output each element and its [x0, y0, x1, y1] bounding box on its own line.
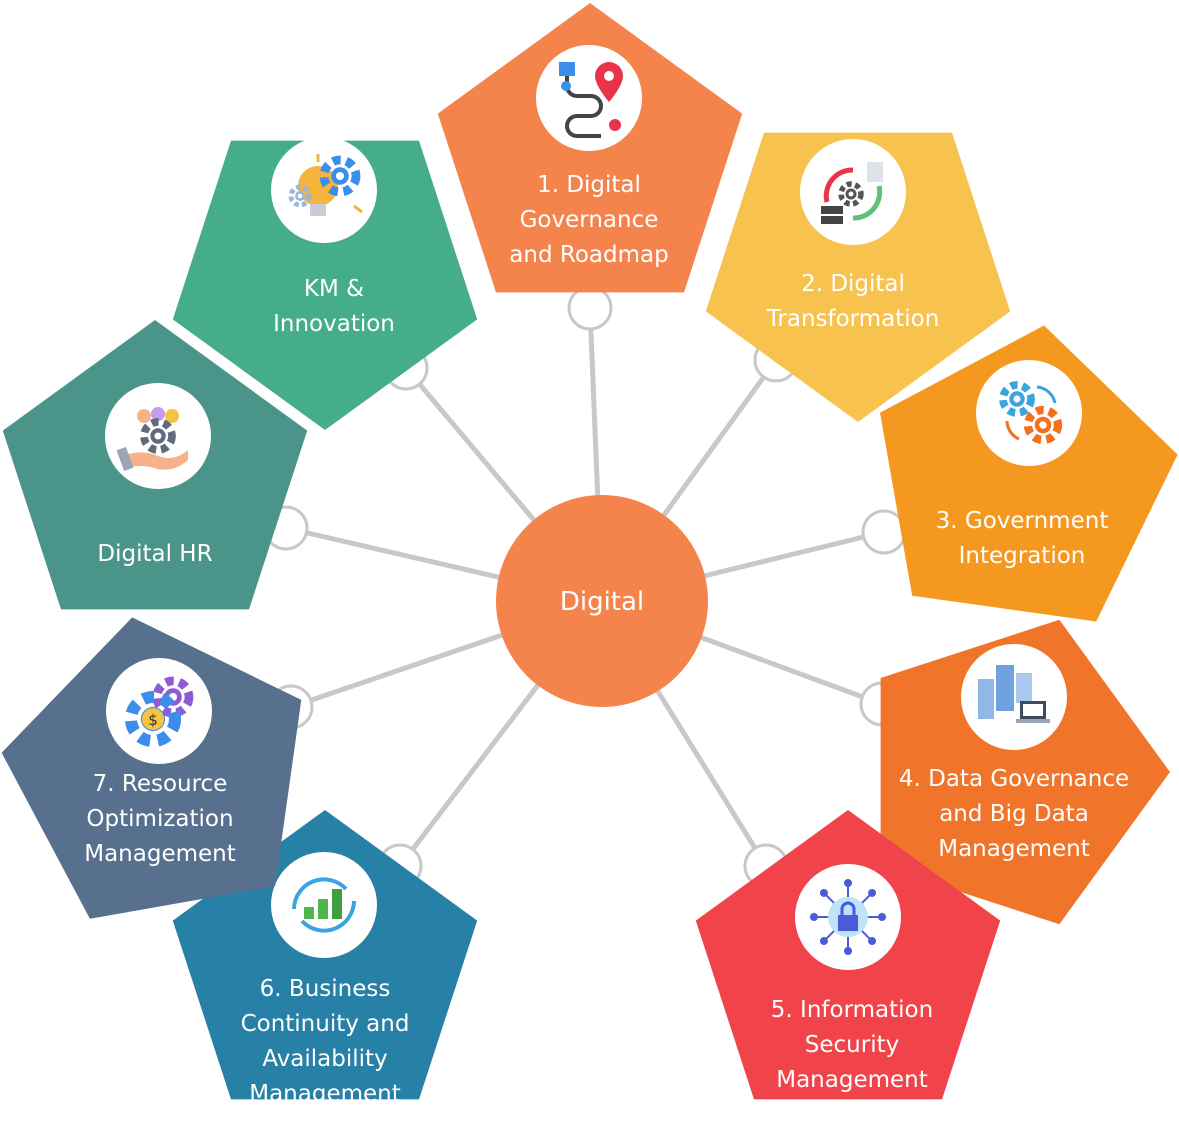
node-label: Optimization [86, 806, 233, 832]
pentagon-government-integration [880, 325, 1178, 622]
node-label: 3. Government [936, 508, 1109, 534]
roadmap-pin-icon [536, 45, 642, 151]
transformation-cycle-icon [800, 139, 906, 245]
pentagon-data-governance [880, 619, 1170, 925]
node-label: 4. Data Governance [899, 766, 1129, 792]
node-label: and Roadmap [509, 242, 668, 268]
connector-knob [567, 285, 613, 331]
pentagon-digital-transformation [705, 132, 1011, 422]
servers-laptop-icon [961, 644, 1067, 750]
node-label: Management [938, 836, 1090, 862]
node-digital-hr[interactable]: Digital HR [2, 320, 308, 610]
pentagon-resource-optimization [1, 617, 302, 919]
node-label: Transformation [766, 306, 940, 332]
people-hand-icon [105, 383, 211, 489]
node-label: and Big Data [939, 801, 1089, 827]
node-label: Continuity and [241, 1011, 410, 1037]
node-label: Digital HR [97, 541, 212, 567]
node-label: 6. Business [260, 976, 391, 1002]
node-label: Management [249, 1081, 401, 1107]
node-label: 1. Digital [537, 172, 641, 198]
center-circle [496, 495, 708, 707]
security-lock-icon [795, 864, 901, 970]
node-label: 5. Information [771, 997, 933, 1023]
lightbulb-gear-icon [271, 137, 377, 243]
node-label: Integration [959, 543, 1086, 569]
svg-text:$: $ [148, 711, 158, 729]
node-km-innovation[interactable]: KM & Innovation [172, 137, 478, 430]
money-gears-icon: $ [106, 658, 212, 764]
node-label: 2. Digital [801, 271, 905, 297]
node-label: 7. Resource [93, 771, 228, 797]
center-node: Digital [496, 495, 708, 707]
growth-cycle-icon [271, 852, 377, 958]
pentagon-km-innovation [172, 140, 478, 430]
node-label: KM & [304, 276, 364, 302]
gears-integration-icon [976, 360, 1082, 466]
node-label: Management [84, 841, 236, 867]
node-label: Availability [262, 1046, 387, 1072]
node-label: Management [776, 1067, 928, 1093]
node-label: Security [805, 1032, 899, 1058]
node-label: Innovation [273, 311, 395, 337]
center-label: Digital [560, 587, 644, 617]
node-label: Governance [520, 207, 659, 233]
